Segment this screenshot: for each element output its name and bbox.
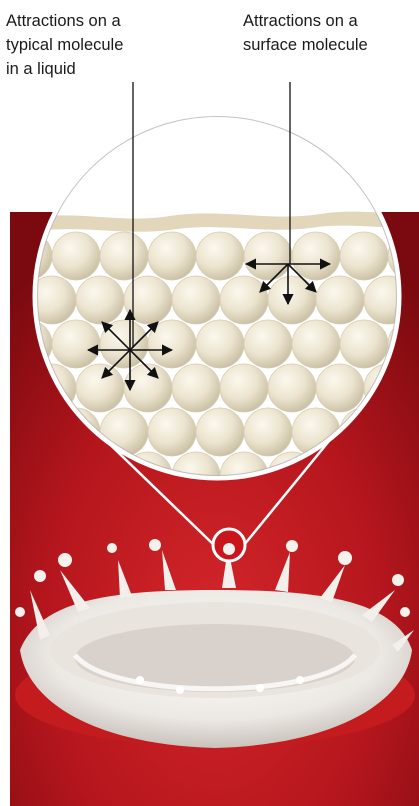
molecule — [220, 364, 268, 412]
molecule — [100, 232, 148, 280]
molecule — [268, 276, 316, 324]
molecule — [316, 364, 364, 412]
molecule — [292, 232, 340, 280]
molecule — [172, 276, 220, 324]
molecule — [268, 364, 316, 412]
molecule — [244, 232, 292, 280]
molecule — [244, 320, 292, 368]
molecule — [292, 320, 340, 368]
molecule — [124, 276, 172, 324]
molecule — [76, 276, 124, 324]
molecule — [172, 364, 220, 412]
molecule — [148, 408, 196, 456]
molecule — [76, 364, 124, 412]
molecule — [52, 232, 100, 280]
molecule — [340, 232, 388, 280]
molecule — [52, 320, 100, 368]
molecule — [244, 408, 292, 456]
molecule — [220, 276, 268, 324]
molecule — [340, 320, 388, 368]
molecule — [316, 276, 364, 324]
molecule — [124, 364, 172, 412]
molecule — [196, 408, 244, 456]
molecule — [196, 320, 244, 368]
molecule — [148, 320, 196, 368]
molecule — [148, 232, 196, 280]
molecule — [196, 232, 244, 280]
